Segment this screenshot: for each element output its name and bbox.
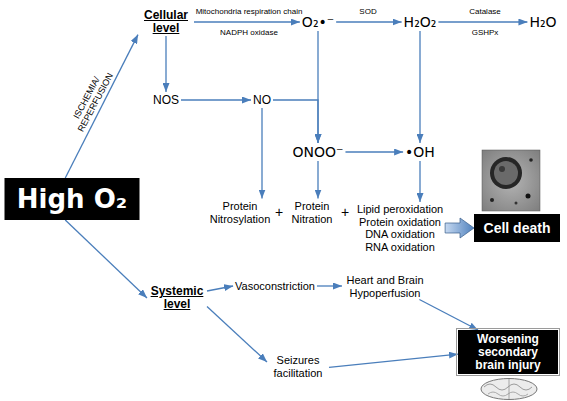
- plus-sign: +: [275, 204, 283, 220]
- cell-micrograph: [482, 150, 540, 211]
- edge-label: SOD: [359, 7, 376, 17]
- brain-fissure: [509, 379, 510, 399]
- nucleus: [494, 161, 518, 185]
- arrow-connector: [329, 354, 458, 367]
- edge-label: ISCHEMIA/ REPERFUSION: [65, 64, 116, 137]
- arrow-connector: [336, 21, 401, 22]
- arrow-connector: [194, 21, 300, 22]
- enzyme-label: NADPH oxidase: [220, 28, 278, 37]
- edge-label: Catalase: [469, 7, 501, 17]
- species-formula: NO: [251, 92, 273, 108]
- effect-item: Seizures facilitation: [267, 353, 329, 380]
- node-text: Heart and Brain Hypoperfusion: [344, 274, 426, 299]
- level-heading: Cellular level: [138, 8, 194, 36]
- brain-drawing: [481, 379, 537, 400]
- node-text: H₂O₂: [404, 14, 437, 30]
- node-text: NOS: [153, 93, 179, 107]
- node-text: High O₂: [17, 184, 127, 214]
- species-formula: •OH: [403, 143, 437, 161]
- arrow-connector: [207, 286, 233, 291]
- node-text: O₂•⁻: [302, 14, 334, 30]
- outcome-box: Worsening secondary brain injury: [458, 330, 558, 374]
- arrow-connector: [438, 21, 527, 22]
- arrow-connector: [165, 36, 166, 92]
- level-heading: Systemic level: [147, 284, 207, 312]
- plus-sign: +: [341, 204, 349, 220]
- brain-outline: [481, 379, 537, 400]
- effect-item: Protein Nitration: [286, 199, 338, 226]
- effect-item: Vasoconstriction: [233, 279, 317, 294]
- node-text: H₂O: [529, 14, 556, 30]
- arrow-connector: [273, 100, 318, 143]
- arrow-connector: [207, 306, 267, 362]
- node-text: Vasoconstriction: [235, 280, 315, 293]
- node-text: Worsening secondary brain injury: [464, 333, 552, 372]
- node-text: Lipid peroxidation: [357, 203, 443, 216]
- arrow-connector: [65, 35, 138, 178]
- nucleolus: [499, 166, 505, 172]
- effect-list: Lipid peroxidationProtein oxidationDNA o…: [355, 202, 445, 254]
- arrow-connector: [345, 151, 403, 152]
- edge-label: Mitochondria respiration chain: [196, 7, 303, 17]
- micrograph-frame: [482, 150, 540, 211]
- organelle: [529, 158, 533, 162]
- node-text: ONOO⁻: [293, 144, 344, 160]
- arrow-connector: [65, 220, 147, 298]
- arrow-connector: [419, 300, 478, 331]
- arrow-connector: [261, 108, 262, 199]
- node-text: Seizures facilitation: [269, 354, 327, 379]
- node-text: DNA oxidation: [357, 228, 443, 241]
- organelle: [490, 198, 494, 202]
- brain-gyri: [488, 392, 528, 396]
- node-text: Cell death: [484, 220, 551, 236]
- effect-item: Heart and Brain Hypoperfusion: [342, 273, 428, 300]
- node-text: Cellular level: [140, 9, 192, 35]
- arrow-connector: [419, 161, 420, 202]
- brain-gyri: [484, 384, 532, 390]
- node-text: Protein Nitration: [288, 200, 336, 225]
- arrow-connector: [317, 161, 318, 199]
- species-formula: H₂O₂: [402, 13, 439, 31]
- arrow-connector: [317, 31, 318, 143]
- stimulus-box: High O₂: [5, 178, 140, 220]
- block-arrow: [445, 218, 474, 238]
- species-formula: H₂O: [527, 13, 558, 31]
- organelle: [526, 194, 531, 199]
- organelle: [515, 202, 518, 205]
- outcome-box: Cell death: [474, 214, 560, 242]
- enzyme-label: GSHPx: [472, 28, 499, 37]
- arrow-connector: [419, 31, 420, 143]
- node-text: Systemic level: [149, 285, 205, 311]
- arrow-connector: [317, 285, 342, 286]
- node-text: Protein oxidation: [357, 216, 443, 229]
- enzyme-label: NOS: [151, 92, 181, 108]
- effect-item: Protein Nitrosylation: [205, 199, 275, 226]
- node-text: •OH: [405, 144, 435, 160]
- node-text: NO: [253, 93, 271, 107]
- species-formula: O₂•⁻: [300, 13, 336, 31]
- nucleus-rim: [490, 157, 522, 189]
- species-formula: ONOO⁻: [291, 143, 346, 161]
- node-text: Protein Nitrosylation: [207, 200, 273, 225]
- arrow-connector: [181, 99, 251, 100]
- node-text: RNA oxidation: [357, 241, 443, 254]
